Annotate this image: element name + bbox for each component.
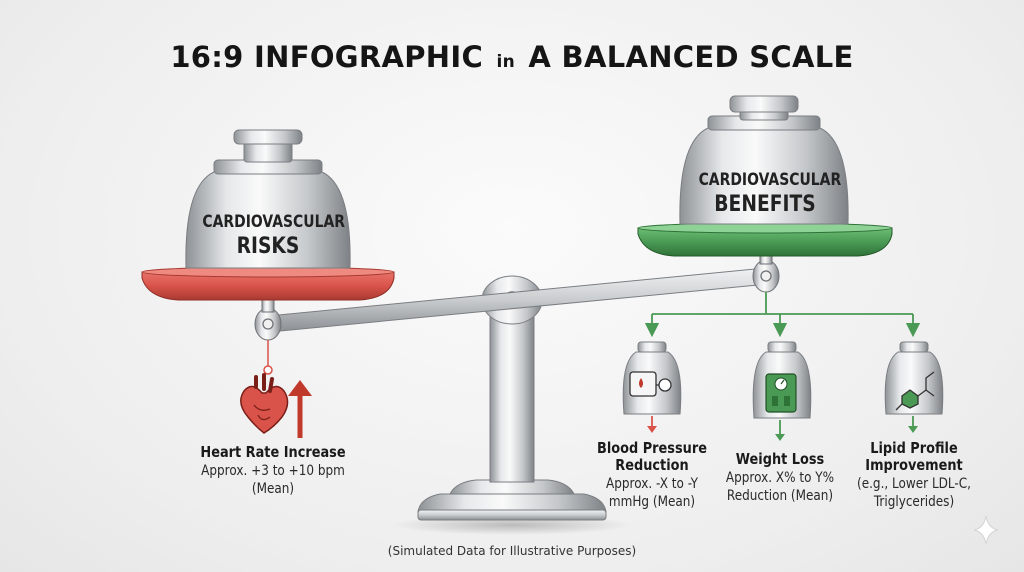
blood-pressure-icon [629, 371, 672, 397]
risk-line1: Approx. +3 to +10 bpm [201, 462, 345, 479]
right-pan [637, 222, 893, 257]
right-weight-label: CARDIOVASCULAR BENEFITS [684, 170, 846, 217]
benefit-lipid-heading1: Lipid Profile [870, 439, 958, 457]
scale-icon [765, 373, 797, 413]
lipid-weight [884, 341, 944, 433]
footnote: (Simulated Data for Illustrative Purpose… [387, 544, 637, 558]
scale-base [392, 275, 632, 535]
page-title: 16:9 INFOGRAPHIC in A BALANCED SCALE [0, 40, 1024, 74]
risk-heading: Heart Rate Increase [200, 443, 346, 461]
benefit-weight-text: Weight Loss Approx. X% to Y% Reduction (… [712, 451, 848, 505]
left-weight-line1: CARDIOVASCULAR [202, 212, 346, 232]
right-weight [679, 95, 849, 225]
left-weight-line2: RISKS [236, 233, 300, 259]
title-part-2: in [496, 52, 515, 72]
risk-item-text: Heart Rate Increase Approx. +3 to +10 bp… [178, 444, 368, 498]
benefit-weight-line1: Approx. X% to Y% [725, 469, 835, 486]
benefit-weight-line2: Reduction (Mean) [726, 488, 834, 505]
benefit-lipid-text: Lipid Profile Improvement (e.g., Lower L… [846, 440, 982, 511]
left-pan [141, 266, 395, 301]
benefit-bp-line2: mmHg (Mean) [608, 494, 696, 511]
benefit-bp-heading1: Blood Pressure [597, 439, 707, 457]
benefit-bp-heading2: Reduction [615, 455, 689, 474]
blood-pressure-weight [622, 341, 682, 433]
benefit-bp-text: Blood Pressure Reduction Approx. -X to -… [584, 440, 720, 511]
right-weight-line1: CARDIOVASCULAR [698, 170, 842, 190]
left-weight-label: CARDIOVASCULAR RISKS [188, 212, 348, 259]
title-part-3: A BALANCED SCALE [528, 40, 854, 74]
left-weight [185, 129, 351, 269]
benefit-lipid-line2: Triglycerides) [873, 494, 955, 511]
benefit-weight-heading: Weight Loss [735, 450, 825, 468]
heart-icon [240, 373, 289, 434]
sparkle-icon [973, 515, 999, 545]
benefit-bp-line1: Approx. -X to -Y [606, 475, 698, 492]
benefit-lipid-heading2: Improvement [865, 455, 963, 474]
benefit-connectors [644, 292, 921, 338]
weight-loss-weight [752, 341, 812, 441]
right-weight-line2: BENEFITS [714, 191, 816, 217]
increase-arrow-icon [288, 380, 312, 438]
benefit-lipid-line1: (e.g., Lower LDL-C, [856, 475, 972, 492]
risk-line2: (Mean) [251, 481, 295, 498]
risk-connector [263, 340, 273, 375]
molecule-icon [895, 371, 935, 411]
title-part-1: 16:9 INFOGRAPHIC [170, 40, 484, 74]
